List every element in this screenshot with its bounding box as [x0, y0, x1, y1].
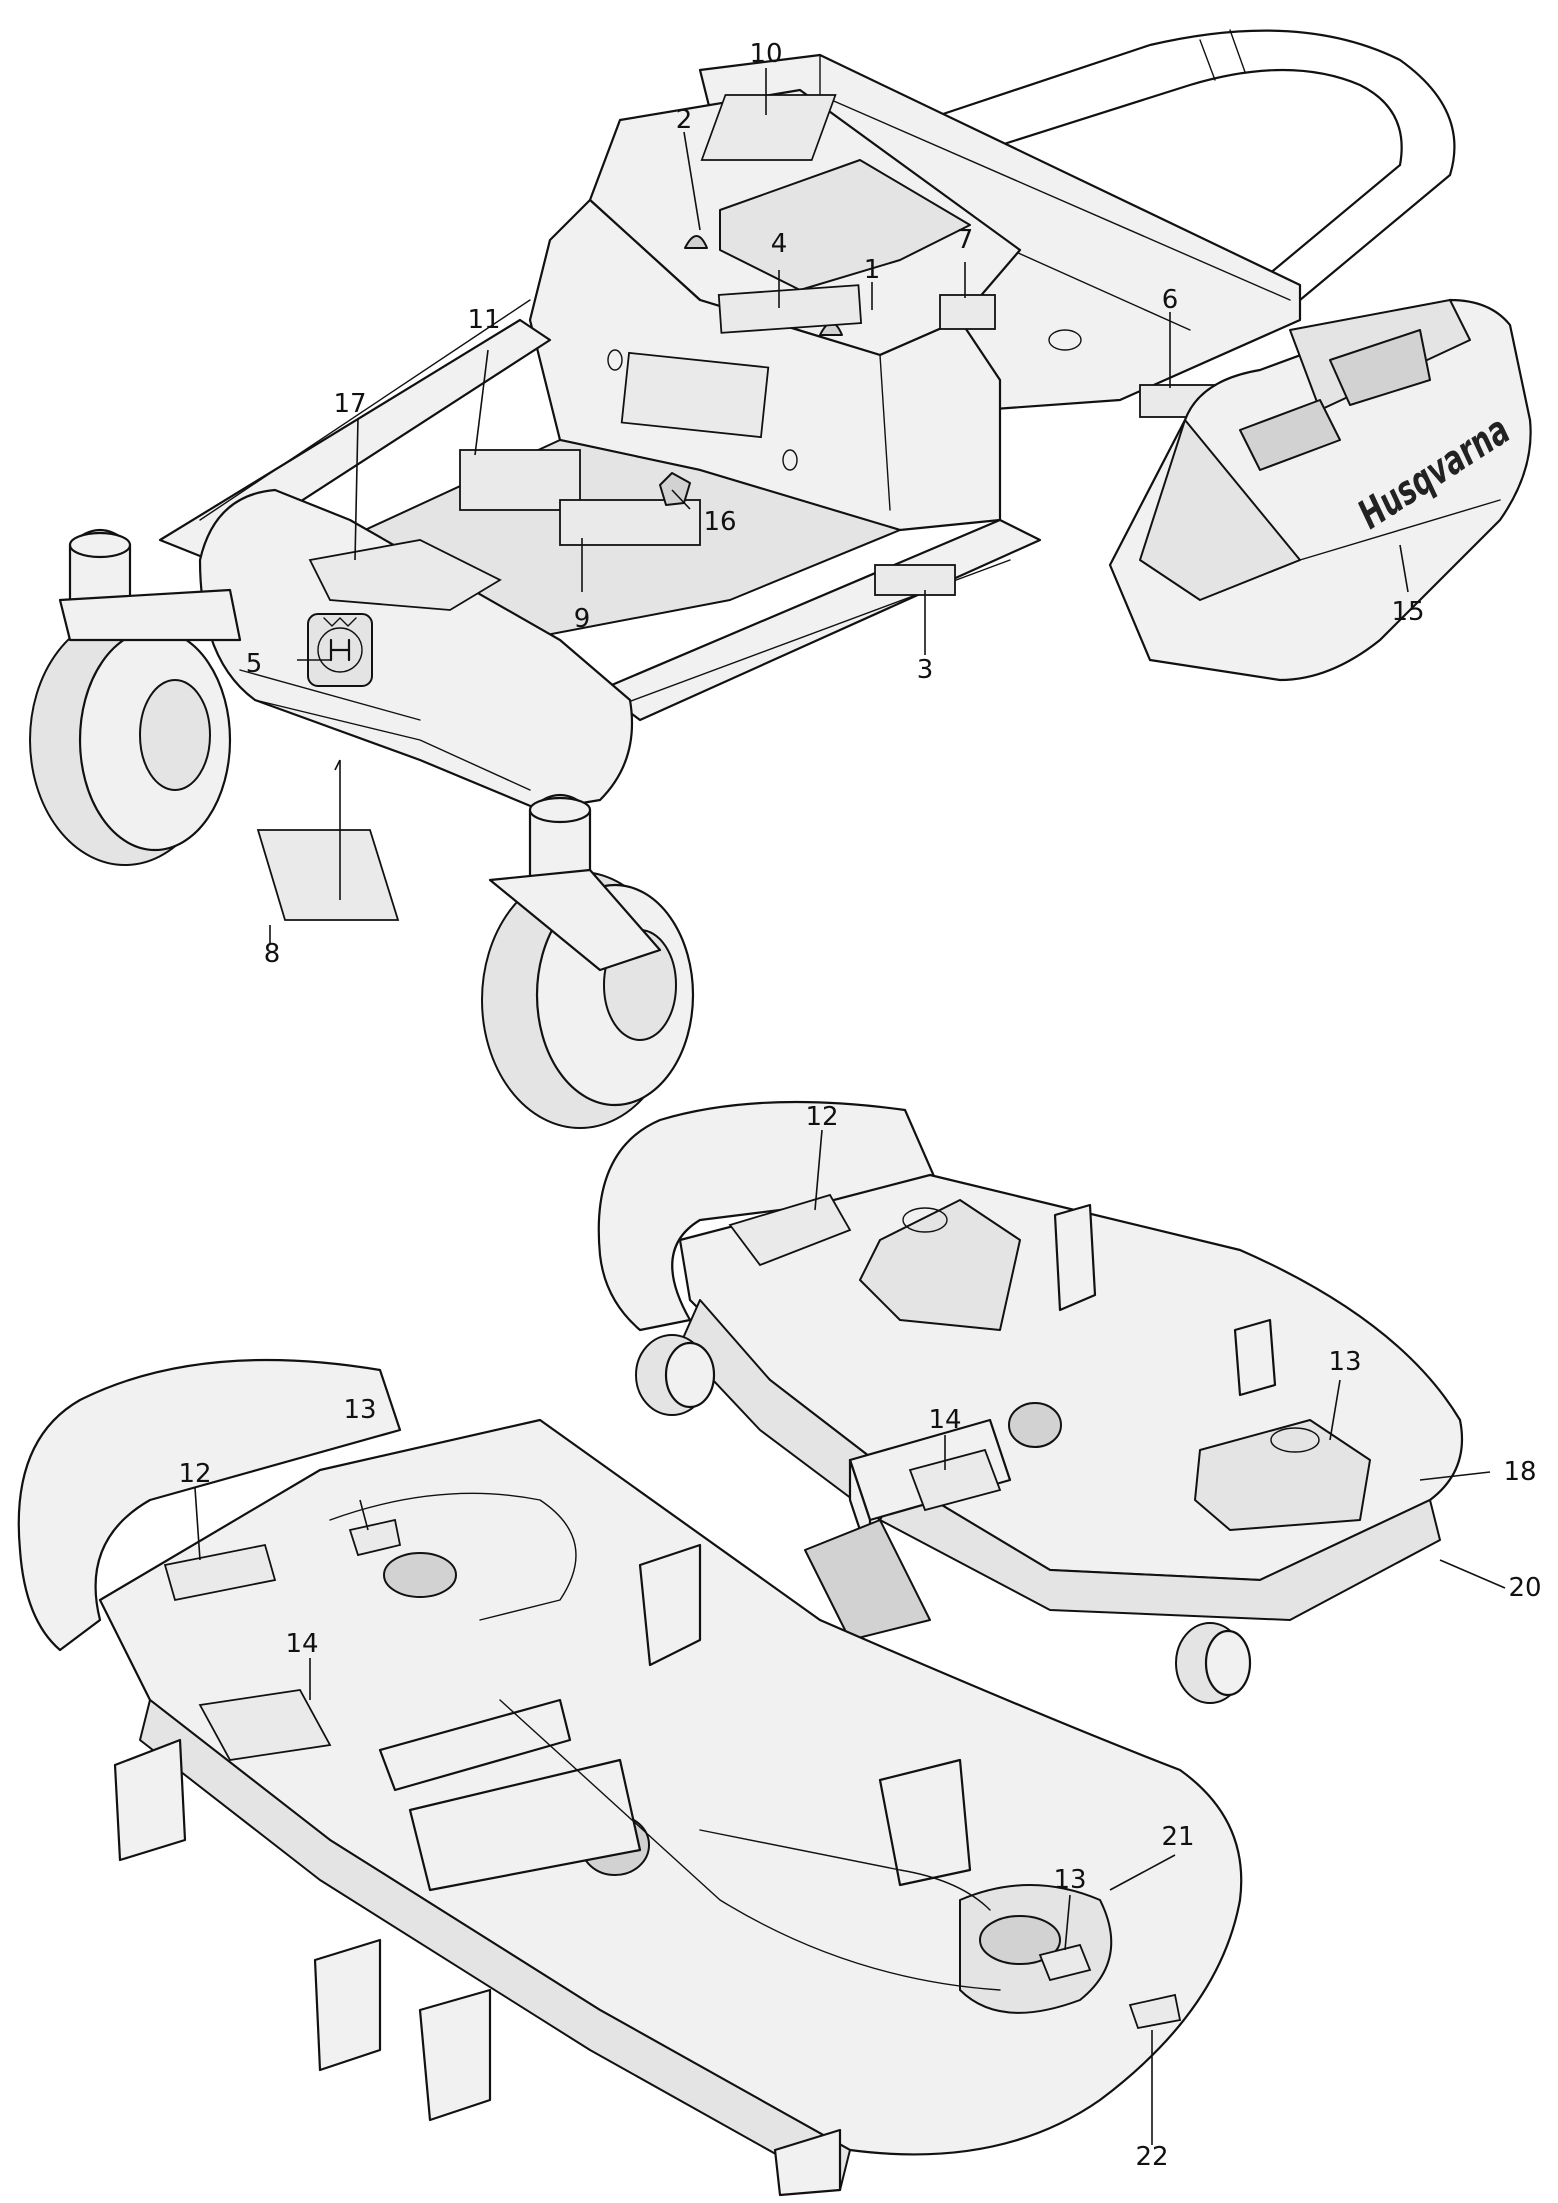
decal-12-left-deck	[163, 1543, 277, 1602]
decal-9	[559, 499, 701, 546]
callout-3: 3	[917, 655, 934, 685]
callout-1: 1	[864, 255, 881, 285]
callout-15: 15	[1391, 597, 1424, 627]
decal-16	[620, 351, 770, 439]
callout-labels: 1 2 3 4 5 6 7 8 9 10 11 12 12 13 13 13 1…	[178, 39, 1541, 2172]
callout-6: 6	[1162, 285, 1179, 315]
decal-14-left-deck	[198, 1689, 332, 1761]
callout-22: 22	[1135, 2142, 1168, 2172]
callout-13-right-deck: 13	[1328, 1347, 1361, 1377]
deck-discharge-chute-left	[17, 1358, 402, 1652]
decal-4	[717, 284, 863, 334]
nose-brand-badge	[307, 613, 373, 687]
spindle-cover-right	[1194, 1419, 1371, 1531]
decal-17	[308, 539, 502, 611]
rops-handle	[938, 29, 1456, 302]
callout-2: 2	[676, 105, 693, 135]
callout-10: 10	[749, 39, 782, 69]
decal-3	[874, 564, 956, 596]
callout-18: 18	[1503, 1457, 1536, 1487]
callout-13-left-deck-b: 13	[1053, 1865, 1086, 1895]
callout-5: 5	[246, 649, 263, 679]
decal-13-left-deck-a	[348, 1518, 402, 1557]
callout-11: 11	[467, 305, 500, 335]
callout-14-left-deck: 14	[285, 1629, 318, 1659]
callout-12-left-deck: 12	[178, 1459, 211, 1489]
leader-lines	[194, 68, 1506, 2145]
decal-10	[700, 94, 837, 161]
callout-8: 8	[264, 939, 281, 969]
callout-4: 4	[771, 229, 788, 259]
deck-top-left	[98, 1418, 1243, 2156]
callout-13-left-deck-a: 13	[343, 1395, 376, 1425]
rear-hood: Husqvarna	[1108, 298, 1532, 682]
callout-17: 17	[333, 389, 366, 419]
deck-discharge-chute	[597, 1100, 942, 1332]
spindle-pulley-left	[383, 1552, 457, 1598]
right-mower-deck	[597, 1100, 1464, 1704]
body-block	[528, 198, 1002, 532]
front-nose	[198, 488, 634, 812]
decal-12-right-deck	[728, 1193, 852, 1267]
callout-16: 16	[703, 507, 736, 537]
left-mower-deck	[17, 1358, 1243, 2197]
spindle-pulley-right	[979, 1915, 1061, 1965]
decal-7	[939, 294, 996, 330]
decal-14-right-deck	[908, 1448, 1002, 1512]
decal-8	[256, 829, 400, 921]
decal-22-left-deck	[1128, 1993, 1182, 2030]
callout-14-right-deck: 14	[928, 1405, 961, 1435]
decal-13-left-deck-b	[1038, 1943, 1092, 1982]
callout-9: 9	[574, 604, 591, 634]
callout-20: 20	[1508, 1573, 1541, 1603]
front-caster-wheel-left	[29, 529, 242, 866]
callout-12-right-deck: 12	[805, 1102, 838, 1132]
callout-21: 21	[1161, 1822, 1194, 1852]
front-caster-wheel-right	[481, 794, 695, 1129]
mower-chassis	[29, 29, 1456, 1129]
callout-7: 7	[957, 225, 974, 255]
